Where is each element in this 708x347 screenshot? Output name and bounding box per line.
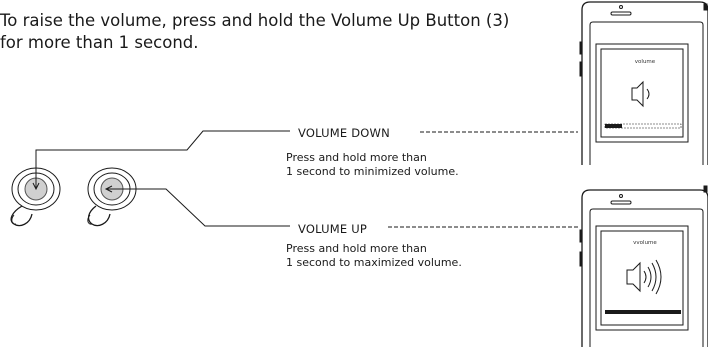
instruction-line-2: for more than 1 second.: [0, 33, 199, 52]
speaker-high-volume-icon: [626, 259, 662, 295]
phone-up-volume-level-bar: [605, 310, 681, 314]
volume-down-desc-line-2: 1 second to minimized volume.: [286, 165, 459, 178]
volume-down-desc-line-1: Press and hold more than: [286, 151, 427, 164]
volume-down-description: Press and hold more than 1 second to min…: [286, 151, 459, 179]
volume-down-leader-line: [35, 130, 290, 189]
volume-up-title: VOLUME UP: [298, 222, 367, 236]
phone-up-screen-label: vvolume: [633, 240, 657, 246]
volume-up-desc-line-1: Press and hold more than: [286, 242, 427, 255]
volume-down-title: VOLUME DOWN: [298, 126, 390, 140]
right-earbud: [87, 167, 137, 227]
speaker-low-volume-icon: [631, 80, 650, 108]
phone-volume-up: [579, 185, 708, 347]
phone-volume-down: [579, 1, 708, 165]
phone-down-screen-label: volume: [634, 59, 656, 65]
phone-down-volume-level-bar: [604, 123, 682, 129]
volume-up-description: Press and hold more than 1 second to max…: [286, 242, 462, 270]
instruction-line-1: To raise the volume, press and hold the …: [0, 11, 510, 30]
volume-up-desc-line-2: 1 second to maximized volume.: [286, 256, 462, 269]
instruction-text: To raise the volume, press and hold the …: [0, 10, 540, 54]
volume-up-leader-line: [106, 188, 290, 227]
